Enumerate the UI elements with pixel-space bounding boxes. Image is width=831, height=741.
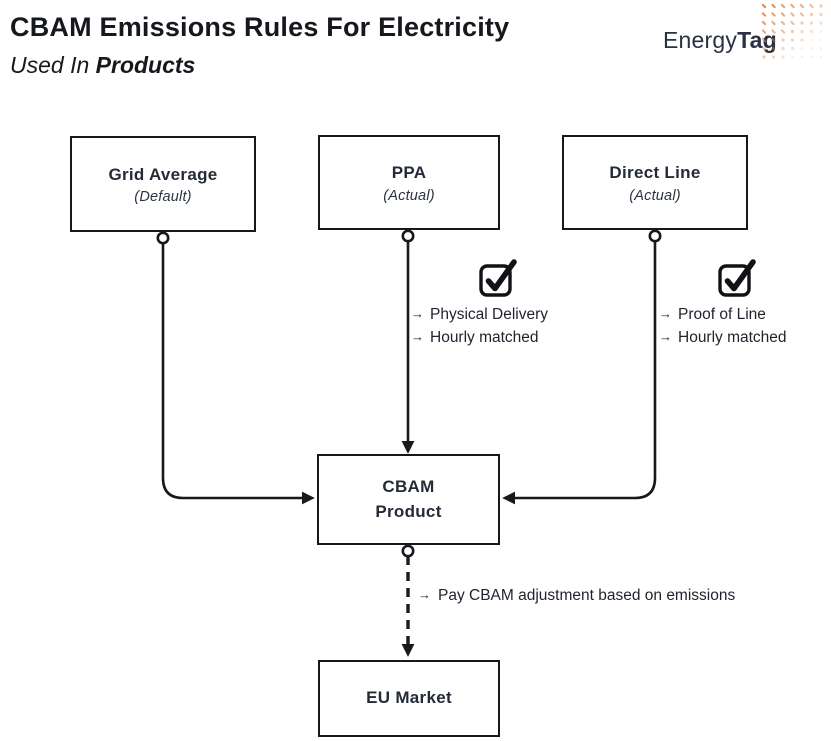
edge-direct-to-cbam (502, 240, 657, 505)
subtitle-emphasis: Products (95, 52, 196, 78)
energytag-logo: EnergyTag (663, 27, 777, 54)
page-subtitle: Used In Products (10, 52, 195, 79)
annotation-line: → Physical Delivery (411, 303, 548, 326)
node-label: EU Market (366, 688, 452, 708)
node-direct-line: Direct Line (Actual) (562, 135, 748, 230)
node-label: Grid Average (108, 164, 218, 184)
arrow-right-icon: → (411, 329, 424, 344)
arrow-right-icon: → (659, 306, 672, 321)
annotation-text: Pay CBAM adjustment based on emissions (438, 587, 736, 604)
node-label: Direct Line (609, 163, 701, 183)
port-direct-line (648, 229, 662, 243)
node-cbam-product: CBAM Product (317, 454, 500, 545)
annotation-text: Hourly matched (430, 329, 539, 346)
arrow-right-icon: → (659, 329, 672, 344)
subtitle-prefix: Used In (10, 52, 96, 78)
logo-text-light: Energy (663, 27, 738, 53)
checkbox-checked-icon (718, 259, 756, 297)
annotation-direct-line: → Proof of Line → Hourly matched (659, 303, 787, 349)
arrow-right-icon: → (411, 306, 424, 321)
node-grid-average: Grid Average (Default) (70, 136, 256, 232)
annotation-text: Physical Delivery (430, 306, 549, 323)
node-label-line2: Product (375, 501, 442, 521)
annotation-text: Proof of Line (678, 306, 766, 323)
port-ppa (401, 229, 415, 243)
node-sublabel: (Actual) (383, 187, 435, 204)
port-cbam-product (401, 544, 415, 558)
energytag-dots-icon (761, 3, 823, 59)
edge-grid-to-cbam (161, 242, 315, 505)
logo-text-bold: Tag (737, 27, 777, 53)
arrow-right-icon: → (418, 587, 431, 602)
node-label-line1: CBAM (382, 476, 435, 496)
annotation-line: → Hourly matched (659, 326, 787, 349)
page-title: CBAM Emissions Rules For Electricity (10, 12, 510, 42)
checkbox-checked-icon (479, 259, 517, 297)
node-sublabel: (Default) (134, 189, 192, 206)
port-grid-average (156, 231, 170, 245)
node-ppa: PPA (Actual) (318, 135, 500, 230)
annotation-line: → Proof of Line (659, 303, 787, 326)
annotation-ppa: → Physical Delivery → Hourly matched (411, 303, 548, 349)
annotation-text: Hourly matched (678, 329, 787, 346)
node-eu-market: EU Market (318, 660, 500, 737)
node-sublabel: (Actual) (629, 187, 681, 204)
node-label: PPA (391, 163, 427, 183)
annotation-pay-cbam: → Pay CBAM adjustment based on emissions (418, 587, 735, 605)
annotation-line: → Hourly matched (411, 326, 548, 349)
